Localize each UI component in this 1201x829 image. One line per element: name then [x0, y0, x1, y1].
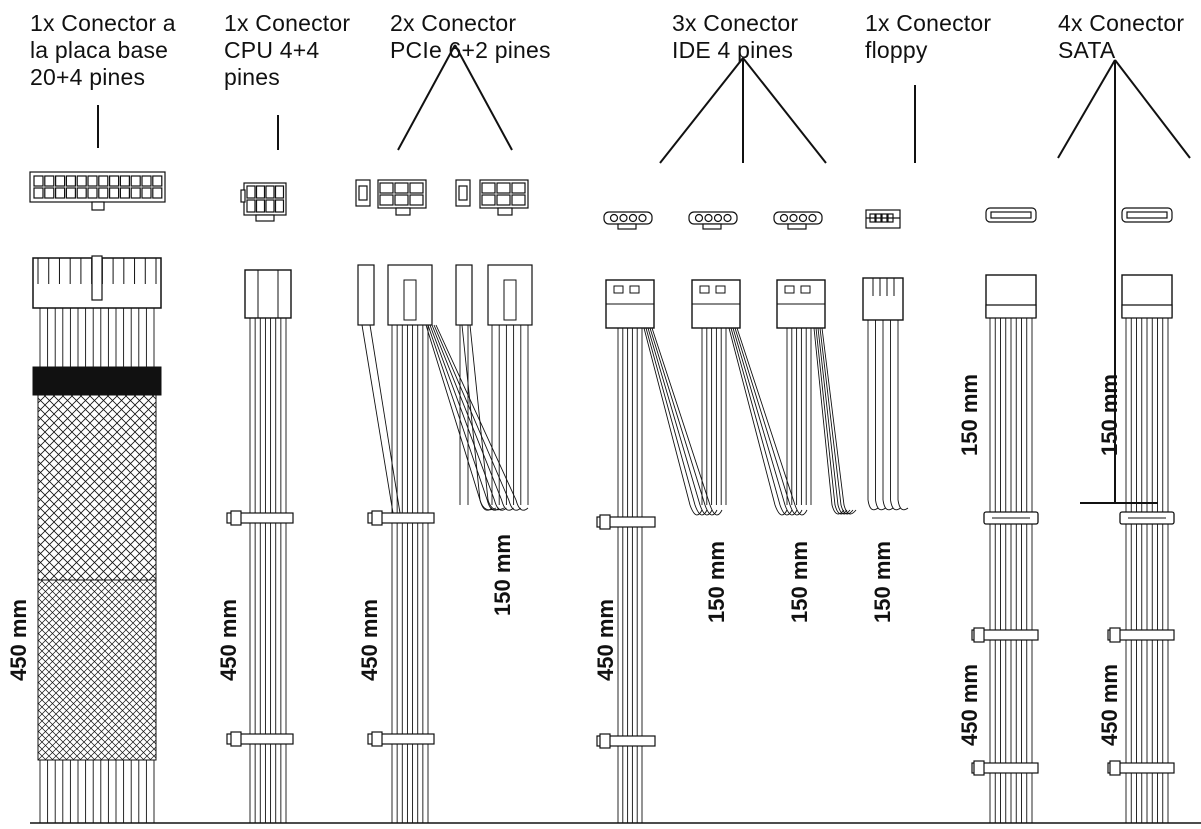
length-label: 150 mm [490, 534, 515, 616]
length-label: 450 mm [593, 599, 618, 681]
floppy-cable [862, 277, 909, 511]
length-label: 450 mm [357, 599, 382, 681]
cpu-cable [226, 269, 294, 823]
title-ide-connector: 3x Conector IDE 4 pines [672, 10, 799, 63]
title-sata-connector: 4x Conector SATA [1058, 10, 1185, 63]
length-label: 150 mm [704, 541, 729, 623]
pcie-connector-top-view [355, 179, 529, 216]
title-motherboard-connector: 1x Conector a la placa base 20+4 pines [30, 10, 176, 90]
length-label: 150 mm [1097, 374, 1122, 456]
ide-cable [596, 279, 857, 823]
title-pcie-connector: 2x Conector PCIe 6+2 pines [390, 10, 551, 63]
title-floppy-connector: 1x Conector floppy [865, 10, 992, 63]
ide-connector-top-view [603, 211, 823, 230]
length-label: 150 mm [870, 541, 895, 623]
length-label: 150 mm [787, 541, 812, 623]
sata-connector-top-view [985, 207, 1173, 223]
length-label: 450 mm [957, 664, 982, 746]
motherboard-cable [32, 255, 162, 823]
cpu-connector-top-view [240, 182, 287, 222]
length-label: 450 mm [6, 599, 31, 681]
pointer-lines [97, 44, 1191, 504]
title-cpu-connector: 1x Conector CPU 4+4 pines [224, 10, 351, 90]
length-label: 150 mm [957, 374, 982, 456]
length-label: 450 mm [1097, 664, 1122, 746]
length-label: 450 mm [216, 599, 241, 681]
floppy-connector-top-view [865, 209, 901, 229]
motherboard-connector-top-view [29, 171, 166, 211]
pcie-cable [357, 264, 533, 823]
sata-cable [971, 274, 1175, 823]
